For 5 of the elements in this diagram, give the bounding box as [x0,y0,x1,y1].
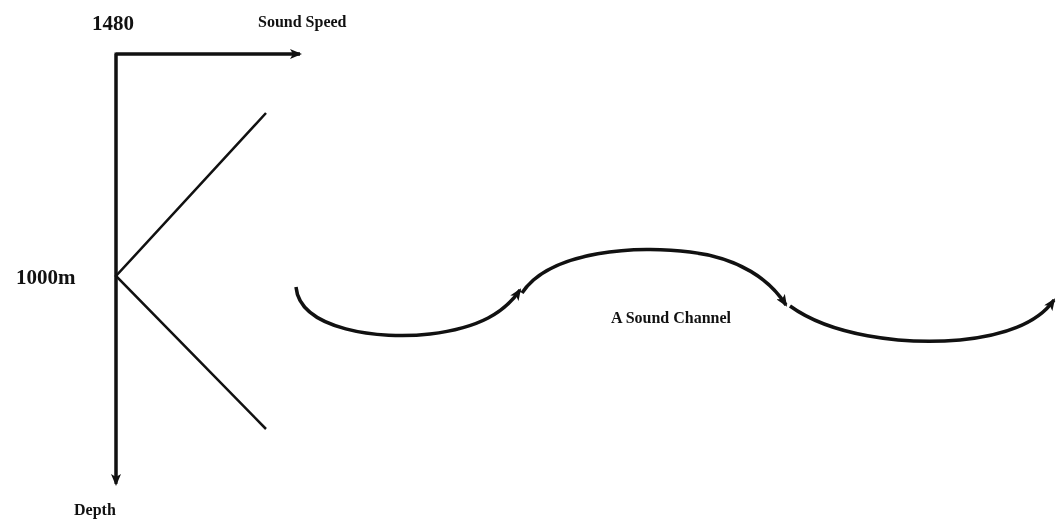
axis-label: Sound Speed [258,12,347,32]
axis-label: A Sound Channel [609,308,733,328]
axis-label: 1480 [92,10,134,37]
axis-label: 1000m [16,264,76,291]
axis-label: Depth [74,500,116,520]
